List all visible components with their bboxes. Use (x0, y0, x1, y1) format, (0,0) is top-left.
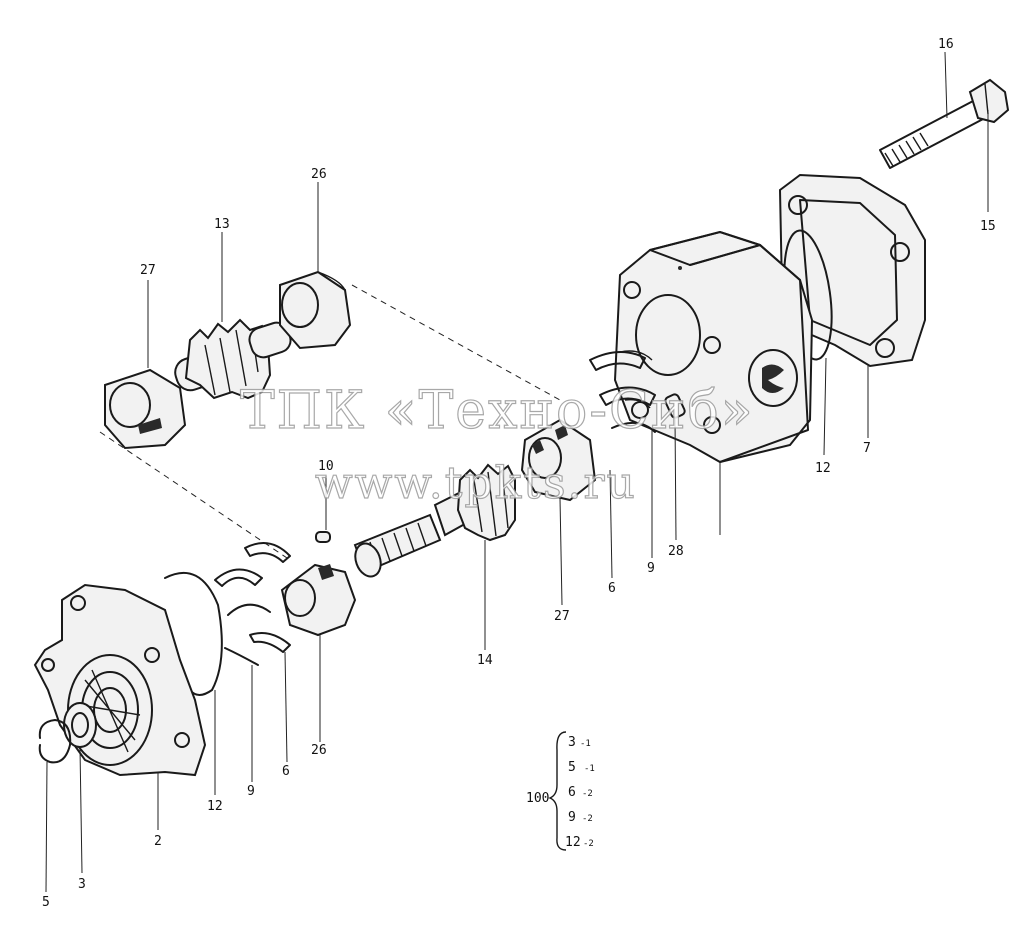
bolt-part-16 (879, 78, 1010, 169)
seal-set-left (214, 542, 291, 666)
kit-item: 6 -2 (568, 785, 593, 800)
kit-item-qty: -2 (582, 789, 593, 799)
bushing-part-27-mid (520, 418, 597, 502)
callout-16: 16 (938, 37, 954, 52)
kit-item-part: 5 (568, 760, 576, 775)
kit-item-qty: -1 (580, 739, 591, 749)
kit-item-part: 3 (568, 735, 576, 750)
kit-item: 3 -1 (568, 735, 591, 750)
front-cover-part-2 (33, 583, 207, 777)
callout-5: 5 (42, 895, 50, 910)
kit-item: 9 -2 (568, 810, 593, 825)
callout-13: 13 (214, 217, 230, 232)
rear-cover-part-7 (778, 173, 926, 368)
callout-6-left: 6 (282, 764, 290, 779)
kit-item: 5 -1 (568, 760, 595, 775)
callout-28: 28 (668, 544, 684, 559)
bushing-part-26-top (279, 270, 352, 350)
kit-item: 12 -2 (565, 835, 594, 850)
snap-ring-part-5 (38, 719, 72, 764)
callout-3: 3 (78, 877, 86, 892)
watermark-url: www.tpkts.ru (315, 458, 637, 509)
callout-14: 14 (477, 653, 493, 668)
callout-9-left: 9 (247, 784, 255, 799)
kit-item-qty: -2 (583, 839, 594, 849)
gear-part-13 (174, 318, 292, 400)
callout-27-left: 27 (140, 263, 156, 278)
seal-ring-left (164, 572, 223, 696)
callout-12-right: 12 (815, 461, 831, 476)
drive-shaft-part-14 (353, 463, 516, 578)
watermark-company: ТПК «Техно-Сиб» (240, 381, 755, 441)
shaft-seal-part-3 (63, 702, 97, 748)
kit-item-part: 12 (565, 835, 581, 850)
kit-item-qty: -2 (582, 814, 593, 824)
watermark: ТПК «Техно-Сиб» www.tpkts.ru (239, 380, 755, 509)
kit-number: 100 (526, 791, 549, 806)
dowel-pin-part-28 (664, 393, 686, 419)
assembly-lines (99, 284, 561, 561)
pump-housing (613, 230, 814, 464)
callout-12-left: 12 (207, 799, 223, 814)
callout-26-bottom: 26 (311, 743, 327, 758)
key-part-10 (315, 531, 331, 543)
seal-set-right (589, 350, 656, 433)
leader-lines (45, 51, 989, 893)
callout-15: 15 (980, 219, 996, 234)
callout-27-mid: 27 (554, 609, 570, 624)
callout-26-top: 26 (311, 167, 327, 182)
kit-item-part: 6 (568, 785, 576, 800)
kit-item-part: 9 (568, 810, 576, 825)
kit-item-qty: -1 (584, 764, 595, 774)
repair-kit-list: 100 3 -1 5 -1 6 -2 9 -2 12 -2 (526, 731, 595, 851)
bushing-part-27-left (104, 368, 187, 450)
callout-9-right: 9 (647, 561, 655, 576)
callout-6-right: 6 (608, 581, 616, 596)
callout-2: 2 (154, 834, 162, 849)
bushing-part-26-bottom (280, 563, 357, 637)
callout-labels: 16 15 26 13 27 7 12 28 9 6 27 10 14 26 6… (42, 37, 996, 910)
callout-10: 10 (318, 459, 334, 474)
callout-7: 7 (863, 441, 871, 456)
